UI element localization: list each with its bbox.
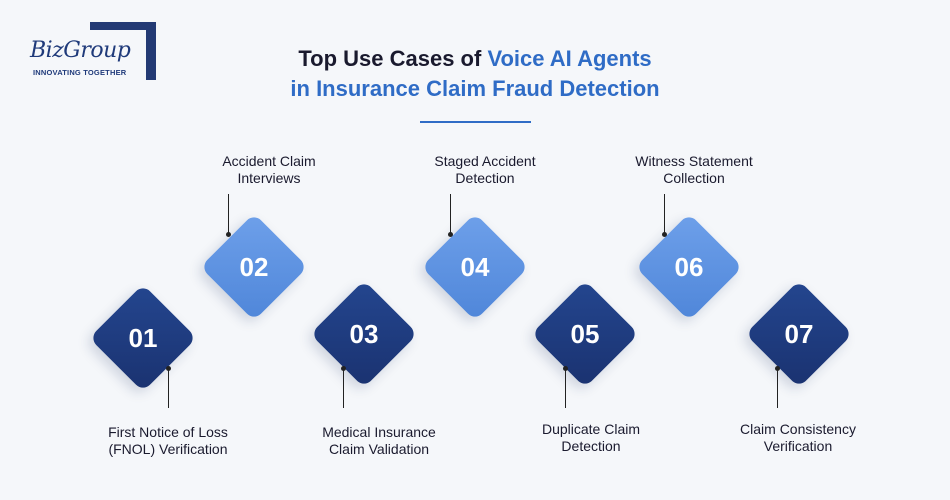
step-06-connector-dot — [662, 232, 667, 237]
step-04-label: Staged Accident Detection — [385, 153, 585, 187]
step-07-label: Claim Consistency Verification — [698, 421, 898, 455]
step-05-number: 05 — [570, 319, 600, 349]
step-06-label-line2: Collection — [663, 170, 725, 186]
step-07-connector-dot — [775, 366, 780, 371]
step-06-label-line1: Witness Statement — [635, 153, 753, 169]
step-03-connector — [343, 368, 344, 408]
title-underline — [420, 121, 531, 123]
step-07-label-line2: Verification — [763, 438, 833, 454]
step-05-label-line1: Duplicate Claim — [541, 421, 641, 437]
step-04-connector — [450, 194, 451, 234]
step-01-label-line1: First Notice of Loss — [108, 424, 228, 440]
step-04-label-line2: Detection — [455, 170, 515, 186]
step-02-label-line1: Accident Claim — [222, 153, 316, 169]
step-02-label: Accident Claim Interviews — [169, 153, 369, 187]
step-03-number: 03 — [349, 319, 379, 349]
logo-plate — [28, 30, 146, 80]
step-01-connector — [168, 368, 169, 408]
step-03-label-line2: Claim Validation — [328, 441, 430, 457]
step-01-label-line2: (FNOL) Verification — [108, 441, 228, 457]
page-title-line2: in Insurance Claim Fraud Detection — [290, 76, 660, 101]
company-logo: BizGroup INNOVATING TOGETHER — [20, 22, 160, 86]
title-plain-text: Top Use Cases of — [298, 46, 488, 71]
step-04-number: 04 — [460, 252, 490, 282]
step-07-label-line1: Claim Consistency — [740, 421, 856, 437]
logo-wordmark: BizGroup — [30, 38, 131, 63]
step-05-connector — [565, 368, 566, 408]
logo-tagline: INNOVATING TOGETHER — [33, 68, 127, 77]
step-04-label-line1: Staged Accident — [434, 153, 536, 169]
step-02-label-line2: Interviews — [237, 170, 301, 186]
step-06-connector — [664, 194, 665, 234]
step-01-label: First Notice of Loss (FNOL) Verification — [68, 424, 268, 458]
step-01-number: 01 — [128, 323, 158, 353]
step-05-label-line2: Detection — [561, 438, 621, 454]
step-03-label-line1: Medical Insurance — [322, 424, 436, 440]
step-02-number: 02 — [239, 252, 269, 282]
step-02-connector-dot — [226, 232, 231, 237]
step-07-number: 07 — [784, 319, 814, 349]
step-02-connector — [228, 194, 229, 234]
step-05-connector-dot — [563, 366, 568, 371]
step-07-connector — [777, 368, 778, 408]
title-accent-text: Voice AI Agents — [487, 46, 652, 71]
page-title-line1: Top Use Cases of Voice AI Agents — [0, 44, 950, 74]
step-04-connector-dot — [448, 232, 453, 237]
step-06-number: 06 — [674, 252, 704, 282]
step-01-connector-dot — [166, 366, 171, 371]
step-05-label: Duplicate Claim Detection — [491, 421, 691, 455]
step-06-label: Witness Statement Collection — [594, 153, 794, 187]
step-03-connector-dot — [341, 366, 346, 371]
step-03-label: Medical Insurance Claim Validation — [279, 424, 479, 458]
